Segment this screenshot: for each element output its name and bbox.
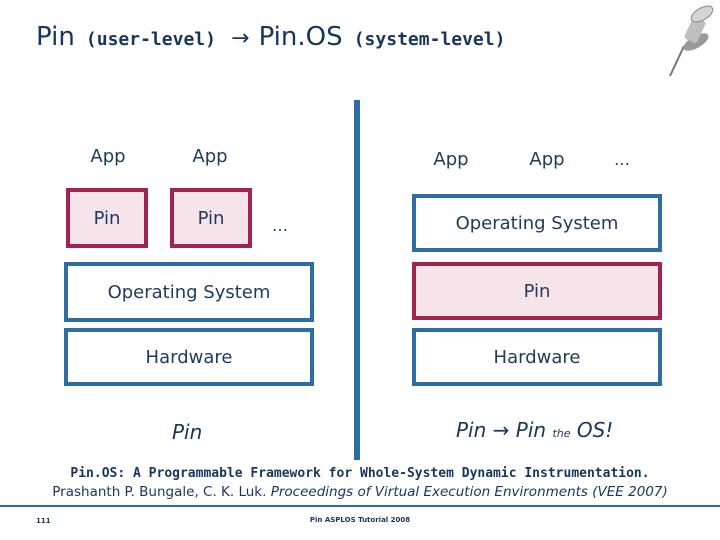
citation-title: Pin.OS: A Programmable Framework for Who… bbox=[0, 464, 720, 483]
citation-line2: Prashanth P. Bungale, C. K. Luk. Proceed… bbox=[0, 483, 720, 502]
title-pin: Pin bbox=[36, 22, 75, 52]
citation-venue: Proceedings of Virtual Execution Environ… bbox=[271, 484, 668, 500]
left-pin-box-1: Pin bbox=[66, 188, 148, 248]
right-os-label: Operating System bbox=[456, 213, 619, 234]
title-arrow-icon: → bbox=[231, 26, 249, 51]
left-pin-label-1: Pin bbox=[94, 208, 121, 229]
footer-rule bbox=[0, 505, 720, 507]
right-caption-arrow-icon: → bbox=[493, 418, 510, 442]
vertical-divider bbox=[354, 100, 360, 460]
left-os-box: Operating System bbox=[64, 262, 314, 322]
left-app-box-2: App bbox=[172, 126, 248, 186]
left-caption: Pin bbox=[172, 420, 202, 444]
citation-authors: Prashanth P. Bungale, C. K. Luk. bbox=[52, 484, 266, 500]
title-system-level: (system-level) bbox=[354, 29, 506, 50]
right-pin-label: Pin bbox=[524, 281, 551, 302]
title-pinos: Pin.OS bbox=[259, 22, 343, 52]
right-app-label-1: App bbox=[433, 149, 468, 170]
left-app-label-1: App bbox=[90, 146, 125, 167]
left-pin-label-2: Pin bbox=[198, 208, 225, 229]
right-app-box-2: App bbox=[510, 130, 584, 188]
right-hardware-label: Hardware bbox=[494, 347, 581, 368]
right-pin-box: Pin bbox=[412, 262, 662, 320]
left-app-box-1: App bbox=[70, 126, 146, 186]
right-hardware-box: Hardware bbox=[412, 328, 662, 386]
left-hardware-label: Hardware bbox=[146, 347, 233, 368]
right-caption-pin-b: Pin bbox=[516, 418, 546, 442]
right-ellipsis: … bbox=[614, 150, 630, 169]
title-user-level: (user-level) bbox=[86, 29, 216, 50]
footer-title: Pin ASPLOS Tutorial 2008 bbox=[0, 516, 720, 524]
right-os-box: Operating System bbox=[412, 194, 662, 252]
left-hardware-box: Hardware bbox=[64, 328, 314, 386]
right-caption: Pin → Pin the OS! bbox=[456, 418, 613, 442]
left-pin-box-2: Pin bbox=[170, 188, 252, 248]
left-os-label: Operating System bbox=[108, 282, 271, 303]
left-app-label-2: App bbox=[192, 146, 227, 167]
left-ellipsis: … bbox=[272, 216, 288, 235]
right-caption-pin-a: Pin bbox=[456, 418, 486, 442]
right-caption-os: OS! bbox=[577, 418, 613, 442]
right-app-label-2: App bbox=[529, 149, 564, 170]
right-app-box-1: App bbox=[414, 130, 488, 188]
slide-title: Pin (user-level) → Pin.OS (system-level) bbox=[36, 22, 511, 52]
pushpin-icon bbox=[662, 2, 718, 78]
citation: Pin.OS: A Programmable Framework for Who… bbox=[0, 464, 720, 502]
right-caption-the: the bbox=[552, 427, 570, 440]
